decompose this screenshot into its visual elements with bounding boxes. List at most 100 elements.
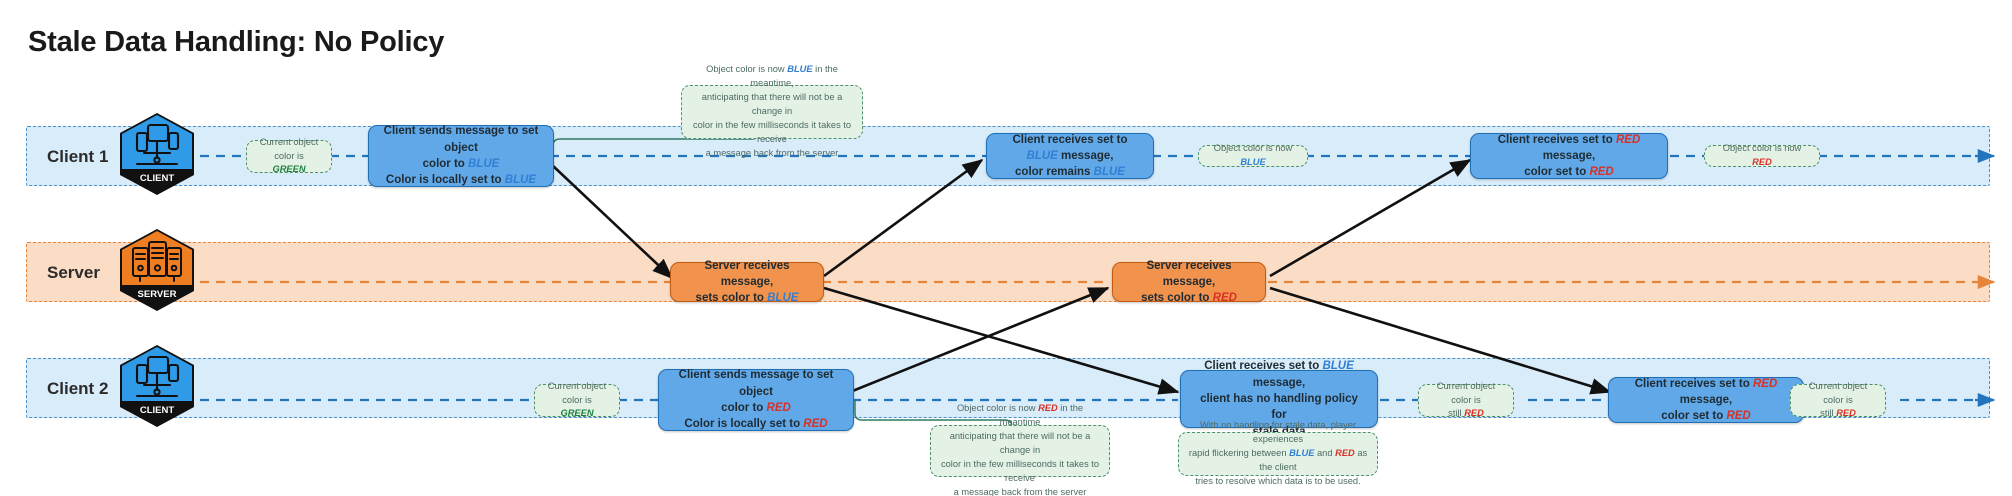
node-line-2-value: RED [1212,292,1237,305]
note-l2-prefix: rapid flickering between [1188,448,1290,459]
node-line-1-value: RED [1615,133,1641,146]
node-line-2-prefix: color remains [1015,166,1094,179]
node-server-set-red[interactable]: Server receives message, sets color to R… [1112,259,1266,305]
node-line-2-value: BLUE [767,292,799,305]
node-line-1-value: RED [1752,377,1778,390]
node-line-1-value: BLUE [1026,149,1058,162]
note-client2-initial-color: Current object color is GREEN [534,380,620,419]
note-l2-value-red: RED [1335,448,1355,459]
lane-label-client1: Client 1 [47,147,109,166]
note-value-red: RED [1752,157,1772,167]
note-l1-prefix: Object color is now [956,403,1039,414]
msg-server-blue-to-c2 [823,286,1180,395]
note-client1-initial-color: Current object color is GREEN [246,136,332,175]
node-line-3-prefix: Color is locally set to [684,418,804,431]
note-l2: anticipating that there will not be a ch… [701,92,843,117]
note-line-1: Current object color is [1436,380,1496,405]
node-client1-send-blue[interactable]: Client sends message to set object color… [368,125,554,187]
node-line-2-prefix: color set to [1661,410,1727,423]
node-line-2-value: BLUE [468,158,500,170]
msg-server-red-to-c2 [1269,286,1612,395]
actor-badge-client2: CLIENT [120,345,194,427]
note-l1-value: RED [1038,403,1058,414]
note-l3: color in the few milliseconds it takes t… [692,119,852,144]
node-client1-receive-blue[interactable]: Client receives set to BLUE message, col… [986,133,1154,179]
node-line-2: client has no handling policy for [1200,392,1358,422]
note-line-1: Current object color is [1808,380,1868,405]
node-line-1: Client sends message to set object [678,369,834,398]
note-l2-suffix: as the client [1259,448,1368,472]
node-server-set-blue[interactable]: Server receives message, sets color to B… [670,259,824,305]
note-client2-anticipation: Object color is now RED in the meantime … [930,403,1110,496]
msg-server-blue-to-c1 [823,158,984,278]
note-l4: a message back from the server [705,147,839,158]
lane-label-client2: Client 2 [47,379,109,398]
node-line-1-suffix: message, [1679,393,1733,406]
node-line-3-value: BLUE [504,174,537,187]
note-text: Current object color is [259,136,319,161]
note-value-green: GREEN [560,408,594,419]
node-line-2-value: RED [1726,410,1751,423]
note-value-green: GREEN [272,164,306,175]
node-client2-send-red[interactable]: Client sends message to set object color… [658,369,854,431]
actor-badge-client1: CLIENT [120,113,194,195]
note-l4: a message back from the server [953,486,1087,496]
note-client2-still-red-1: Current object color is still RED [1418,380,1514,419]
note-client2-still-red-2: Current object color is still RED [1790,380,1886,419]
node-line-2-value: BLUE [1093,166,1125,179]
note-l1-prefix: Object color is now [706,64,788,75]
node-line-1: Client sends message to set object [383,125,539,154]
node-line-3-value: RED [803,418,828,431]
msg-c2-to-server-red [849,286,1110,394]
note-l2: anticipating that there will not be a ch… [949,431,1091,456]
msg-c1-to-server-blue [551,164,674,280]
node-line-3-prefix: Color is locally set to [385,174,505,187]
node-line-1-prefix: Client receives set to [1204,360,1323,373]
node-line-2-prefix: sets color to [695,292,768,305]
note-client1-now-red: Object color is now RED [1704,143,1820,167]
note-l3: tries to resolve which data is to be use… [1195,475,1361,486]
note-text: Current object color is [547,380,607,405]
node-line-1-prefix: Client receives set to [1497,133,1616,146]
note-prefix: Object color is now [1213,143,1293,154]
swimlane-server [26,242,1990,302]
note-l2-mid: and [1314,448,1336,459]
actor-badge-server: SERVER [120,229,194,311]
note-l1-suffix: in the meantime [999,403,1084,428]
node-line-1: Server receives message, [1146,259,1232,288]
note-client2-flicker-warning: With no handling for stale data, player … [1178,420,1378,486]
node-line-2-value: RED [766,402,791,414]
note-l1-suffix: in the meantime, [750,64,838,89]
node-line-2-value: RED [1589,166,1614,179]
node-line-2-prefix: color to [422,158,469,170]
node-line-1-suffix: message, [1057,149,1114,162]
note-prefix: still [1448,408,1465,419]
note-value-blue: BLUE [1240,157,1266,167]
page-title: Stale Data Handling: No Policy [28,26,445,58]
node-line-1: Server receives message, [704,259,790,288]
node-line-2-prefix: sets color to [1141,292,1213,305]
note-l3: color in the few milliseconds it takes t… [940,458,1100,483]
node-line-1-value: BLUE [1322,360,1354,373]
msg-server-red-to-c1 [1269,158,1472,278]
note-value-red: RED [1836,408,1856,419]
badge-caption-server: SERVER [138,289,177,300]
badge-caption-client1: CLIENT [140,173,175,184]
node-line-1-prefix: Client receives set to [1012,133,1128,146]
lane-label-server: Server [47,263,100,282]
node-line-2-prefix: color set to [1524,166,1590,179]
node-line-1-prefix: Client receives set to [1634,377,1753,390]
note-prefix: Object color is now [1722,143,1802,154]
note-prefix: still [1820,408,1837,419]
note-l1: With no handling for stale data, player … [1199,420,1357,445]
note-l1-value: BLUE [787,64,813,75]
note-client1-anticipation: Object color is now BLUE in the meantime… [681,64,863,158]
note-client1-now-blue: Object color is now BLUE [1198,143,1308,167]
note-value-red: RED [1464,408,1484,419]
node-client1-receive-red[interactable]: Client receives set to RED message, colo… [1470,133,1668,179]
badge-caption-client2: CLIENT [140,405,175,416]
node-line-1-suffix: message, [1542,149,1596,162]
node-client2-receive-red[interactable]: Client receives set to RED message, colo… [1608,377,1804,423]
node-line-1-suffix: message, [1252,376,1306,389]
